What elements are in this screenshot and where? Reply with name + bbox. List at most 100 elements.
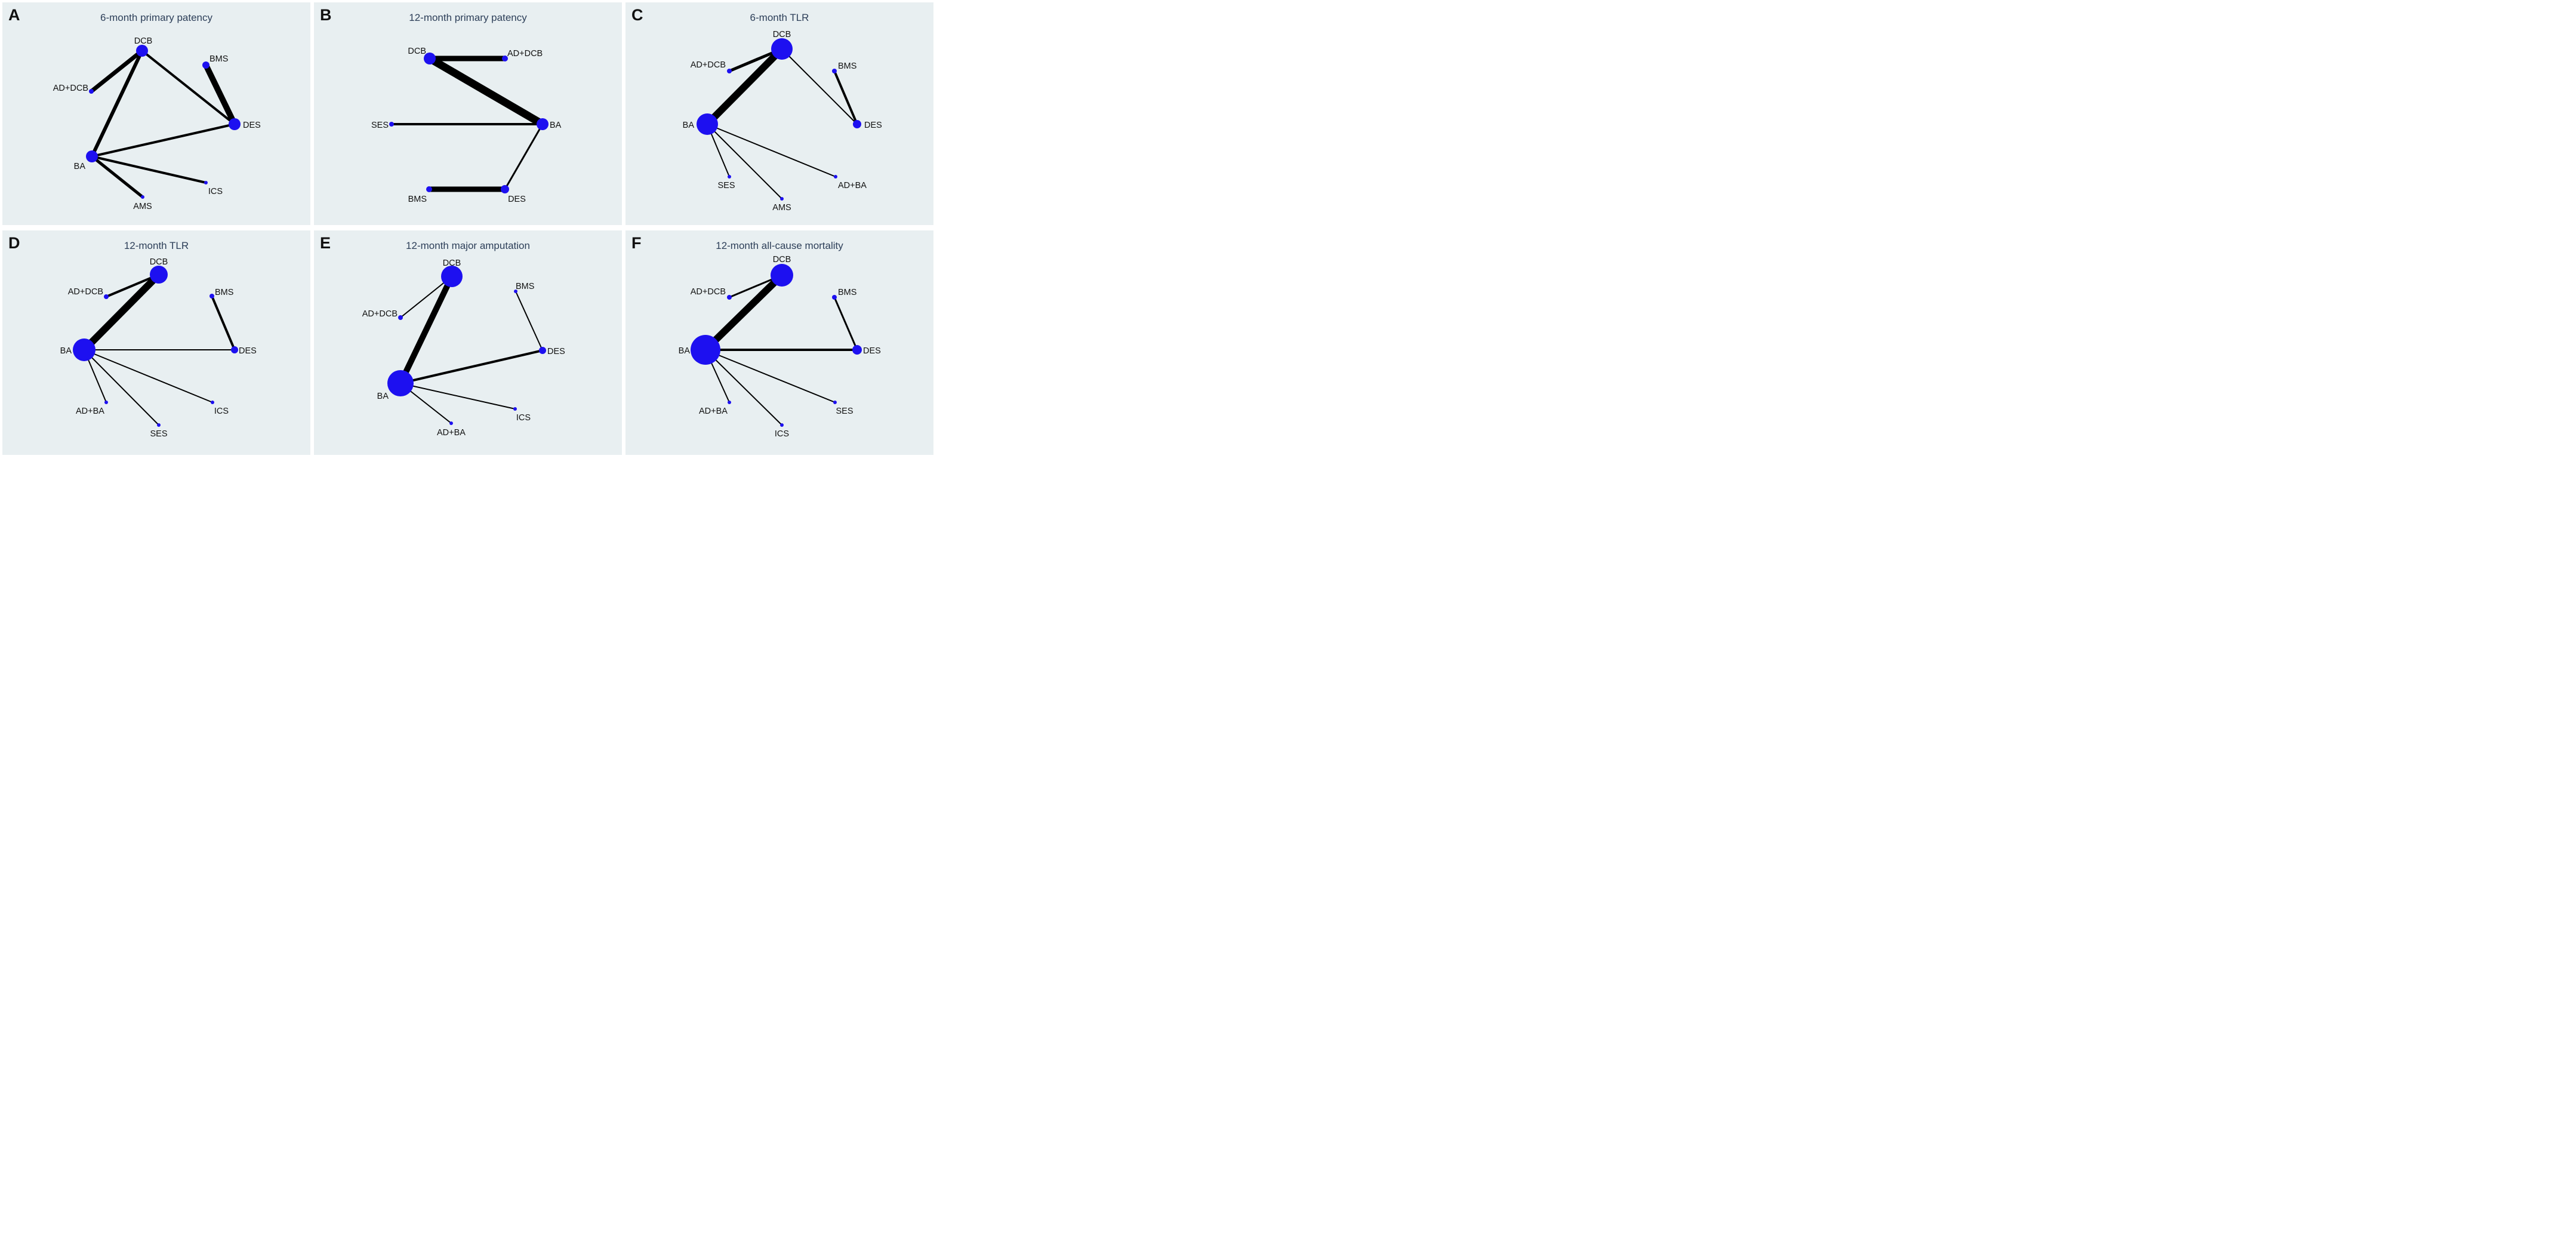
node-ad-dcb	[89, 89, 94, 94]
edge-bms-des	[211, 295, 236, 350]
node-label-des: DES	[508, 195, 526, 204]
node-label-ad-dcb: AD+DCB	[53, 84, 88, 93]
network-graph: DCB BMS AD+DCB DES BA ICS AMS	[53, 36, 261, 211]
edge-dcb-des	[141, 50, 236, 125]
node-label-dcb: DCB	[773, 255, 791, 264]
node-label-dcb: DCB	[408, 47, 426, 56]
edge-ba-ams	[91, 155, 144, 198]
node-label-ad-ba: AD+BA	[699, 407, 728, 416]
node-label-ics: ICS	[208, 187, 223, 196]
node-label-ses: SES	[836, 407, 853, 416]
node-label-ad-ba: AD+BA	[76, 407, 104, 416]
panel-letter: F	[631, 234, 642, 252]
edge-dcb-ba	[704, 46, 785, 127]
node-ad-dcb	[398, 315, 403, 320]
node-label-dcb: DCB	[150, 257, 168, 267]
edge-dcb-des	[781, 48, 858, 125]
node-label-ad-ba: AD+BA	[838, 181, 867, 190]
edge-dcb-ba	[427, 55, 545, 128]
edge-dcb-ba	[81, 272, 162, 353]
node-ics	[513, 407, 517, 411]
node-ad-dcb	[727, 295, 732, 300]
node-label-bms: BMS	[516, 282, 534, 291]
edge-bms-des	[833, 297, 858, 350]
node-label-ad-dcb: AD+DCB	[68, 287, 103, 297]
edge-ba-ics	[705, 349, 782, 426]
node-label-ba: BA	[683, 121, 695, 130]
panel-title: 6-month primary patency	[100, 12, 213, 23]
edge-bms-des	[833, 70, 858, 125]
node-label-ba: BA	[377, 392, 389, 401]
panel-title: 12-month primary patency	[409, 12, 527, 23]
node-label-ses: SES	[717, 181, 735, 190]
node-ba	[691, 335, 720, 365]
edge-ba-des	[504, 124, 544, 190]
node-label-ses: SES	[150, 429, 167, 439]
edge-ba-ses	[84, 349, 159, 426]
panel-title: 6-month TLR	[750, 12, 809, 23]
panel-letter: B	[320, 6, 332, 24]
node-label-dcb: DCB	[443, 258, 461, 268]
edge-dcb-ad-dcb	[90, 49, 144, 93]
node-label-bms: BMS	[838, 288, 856, 297]
edge-ba-ad-ba	[707, 124, 836, 177]
node-label-ad-dcb: AD+DCB	[691, 60, 726, 70]
node-ad-dcb	[502, 56, 508, 61]
node-ad-ba	[449, 421, 453, 425]
edge-dcb-ba	[90, 50, 144, 158]
node-label-dcb: DCB	[773, 30, 791, 39]
node-label-des: DES	[863, 346, 881, 356]
panel-letter: D	[8, 234, 20, 252]
node-ba	[387, 370, 414, 396]
node-label-ams: AMS	[772, 203, 791, 213]
node-ams	[780, 197, 784, 201]
node-dcb	[771, 264, 793, 287]
node-ba	[537, 118, 549, 130]
node-ba	[86, 150, 98, 162]
panel-f: F 12-month all-cause mortality DCB AD+DCB…	[625, 230, 933, 455]
node-label-ad-dcb: AD+DCB	[507, 49, 543, 59]
node-dcb	[136, 45, 148, 57]
node-label-dcb: DCB	[134, 36, 153, 46]
panel-title: 12-month major amputation	[406, 240, 530, 251]
edge-bms-des	[203, 63, 238, 126]
panel-title: 12-month TLR	[124, 240, 189, 251]
node-ses	[833, 401, 837, 404]
node-des	[853, 120, 861, 128]
node-dcb	[424, 53, 436, 64]
node-bms	[514, 290, 517, 293]
panel-title: 12-month all-cause mortality	[716, 240, 843, 251]
node-label-ba: BA	[679, 346, 691, 356]
node-ad-dcb	[104, 294, 109, 299]
node-label-des: DES	[243, 121, 261, 130]
node-label-bms: BMS	[209, 54, 228, 64]
panel-letter: C	[631, 6, 643, 24]
node-label-ba: BA	[74, 162, 86, 171]
node-label-ams: AMS	[133, 202, 152, 211]
node-ses	[389, 122, 394, 127]
node-ics	[780, 423, 784, 427]
node-des	[539, 347, 546, 354]
node-des	[229, 118, 241, 130]
node-bms	[202, 61, 209, 69]
node-label-ad-ba: AD+BA	[437, 428, 466, 438]
node-ad-ba	[728, 401, 731, 404]
node-label-ad-dcb: AD+DCB	[691, 287, 726, 297]
edge-ba-des	[400, 349, 543, 384]
node-ses	[728, 175, 731, 178]
node-des	[231, 346, 238, 353]
edge-dcb-ad-dcb	[400, 276, 452, 318]
node-bms	[832, 69, 837, 73]
edge-ba-ams	[707, 124, 782, 199]
node-ams	[141, 195, 144, 199]
node-dcb	[441, 266, 463, 287]
node-ba	[697, 113, 718, 135]
node-des	[501, 185, 509, 193]
node-ba	[73, 338, 95, 361]
node-ad-ba	[834, 175, 837, 178]
node-des	[852, 345, 862, 355]
